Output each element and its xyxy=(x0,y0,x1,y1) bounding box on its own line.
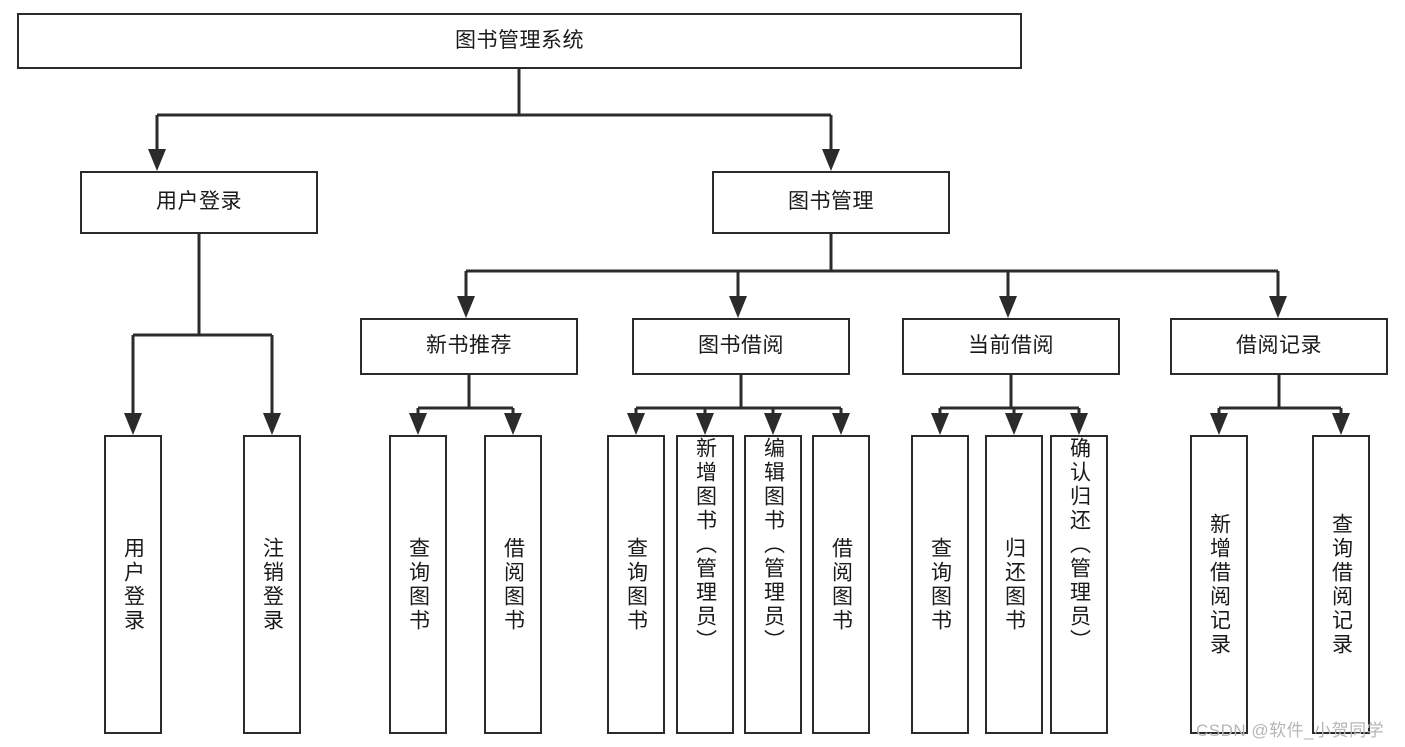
node-label: 新增借阅记录 xyxy=(1207,512,1231,657)
node-current-borrow[interactable]: 当前借阅 xyxy=(902,318,1120,375)
arrow-icon-bus-borrow-record-0 xyxy=(1210,413,1228,435)
node-label: 注销登录 xyxy=(260,536,284,633)
arrow-icon-bus-book-manage-0 xyxy=(457,296,475,318)
node-leaf-add-book[interactable]: 新增图书（管理员） xyxy=(676,435,734,734)
node-label: 借阅图书 xyxy=(829,536,853,633)
arrow-icon-bus-book-borrow-0 xyxy=(627,413,645,435)
arrow-icon-bus-book-borrow-2 xyxy=(764,413,782,435)
arrow-icon-bus-new-book-0 xyxy=(409,413,427,435)
node-root[interactable]: 图书管理系统 xyxy=(17,13,1022,69)
node-label: 归还图书 xyxy=(1002,536,1026,633)
node-label: 图书借阅 xyxy=(698,334,784,358)
node-leaf-user-logout[interactable]: 注销登录 xyxy=(243,435,301,734)
arrow-icon-bus-book-manage-1 xyxy=(729,296,747,318)
node-book-borrow[interactable]: 图书借阅 xyxy=(632,318,850,375)
node-label: 查询图书 xyxy=(928,536,952,633)
node-label: 当前借阅 xyxy=(968,334,1054,358)
arrow-icon-bus-user-login-1 xyxy=(263,413,281,435)
node-book-manage[interactable]: 图书管理 xyxy=(712,171,950,234)
node-leaf-query-record[interactable]: 查询借阅记录 xyxy=(1312,435,1370,734)
node-label: 查询图书 xyxy=(406,536,430,633)
node-new-book-recommend[interactable]: 新书推荐 xyxy=(360,318,578,375)
arrow-icon-bus-root-0 xyxy=(148,149,166,171)
arrow-icon-bus-book-manage-2 xyxy=(999,296,1017,318)
node-label: 新书推荐 xyxy=(426,334,512,358)
node-leaf-edit-book[interactable]: 编辑图书（管理员） xyxy=(744,435,802,734)
node-label: 图书管理系统 xyxy=(455,28,584,52)
node-leaf-add-record[interactable]: 新增借阅记录 xyxy=(1190,435,1248,734)
node-label: 查询图书 xyxy=(624,536,648,633)
node-label: 新增图书（管理员） xyxy=(693,437,717,653)
node-leaf-confirm-return[interactable]: 确认归还（管理员） xyxy=(1050,435,1108,734)
node-leaf-borrow-book-1[interactable]: 借阅图书 xyxy=(484,435,542,734)
watermark-label: CSDN @软件_小贺同学 xyxy=(1196,721,1385,740)
arrow-icon-bus-user-login-0 xyxy=(124,413,142,435)
node-label: 查询借阅记录 xyxy=(1329,512,1353,657)
node-leaf-user-login[interactable]: 用户登录 xyxy=(104,435,162,734)
arrow-icon-bus-current-borrow-0 xyxy=(931,413,949,435)
arrow-icon-bus-borrow-record-1 xyxy=(1332,413,1350,435)
node-user-login[interactable]: 用户登录 xyxy=(80,171,318,234)
node-label: 用户登录 xyxy=(156,190,242,214)
node-label: 编辑图书（管理员） xyxy=(761,437,785,653)
node-borrow-record[interactable]: 借阅记录 xyxy=(1170,318,1388,375)
node-label: 用户登录 xyxy=(121,536,145,633)
arrow-icon-bus-current-borrow-1 xyxy=(1005,413,1023,435)
node-leaf-query-book-1[interactable]: 查询图书 xyxy=(389,435,447,734)
node-label: 确认归还（管理员） xyxy=(1067,437,1091,653)
node-label: 图书管理 xyxy=(788,190,874,214)
node-label: 借阅记录 xyxy=(1236,334,1322,358)
arrow-icon-bus-root-1 xyxy=(822,149,840,171)
arrow-icon-bus-book-borrow-3 xyxy=(832,413,850,435)
arrow-icon-bus-book-manage-3 xyxy=(1269,296,1287,318)
arrow-icon-bus-book-borrow-1 xyxy=(696,413,714,435)
node-leaf-query-book-3[interactable]: 查询图书 xyxy=(911,435,969,734)
node-leaf-query-book-2[interactable]: 查询图书 xyxy=(607,435,665,734)
node-label: 借阅图书 xyxy=(501,536,525,633)
arrow-icon-bus-new-book-1 xyxy=(504,413,522,435)
node-leaf-return-book[interactable]: 归还图书 xyxy=(985,435,1043,734)
node-leaf-borrow-book-2[interactable]: 借阅图书 xyxy=(812,435,870,734)
arrow-icon-bus-current-borrow-2 xyxy=(1070,413,1088,435)
